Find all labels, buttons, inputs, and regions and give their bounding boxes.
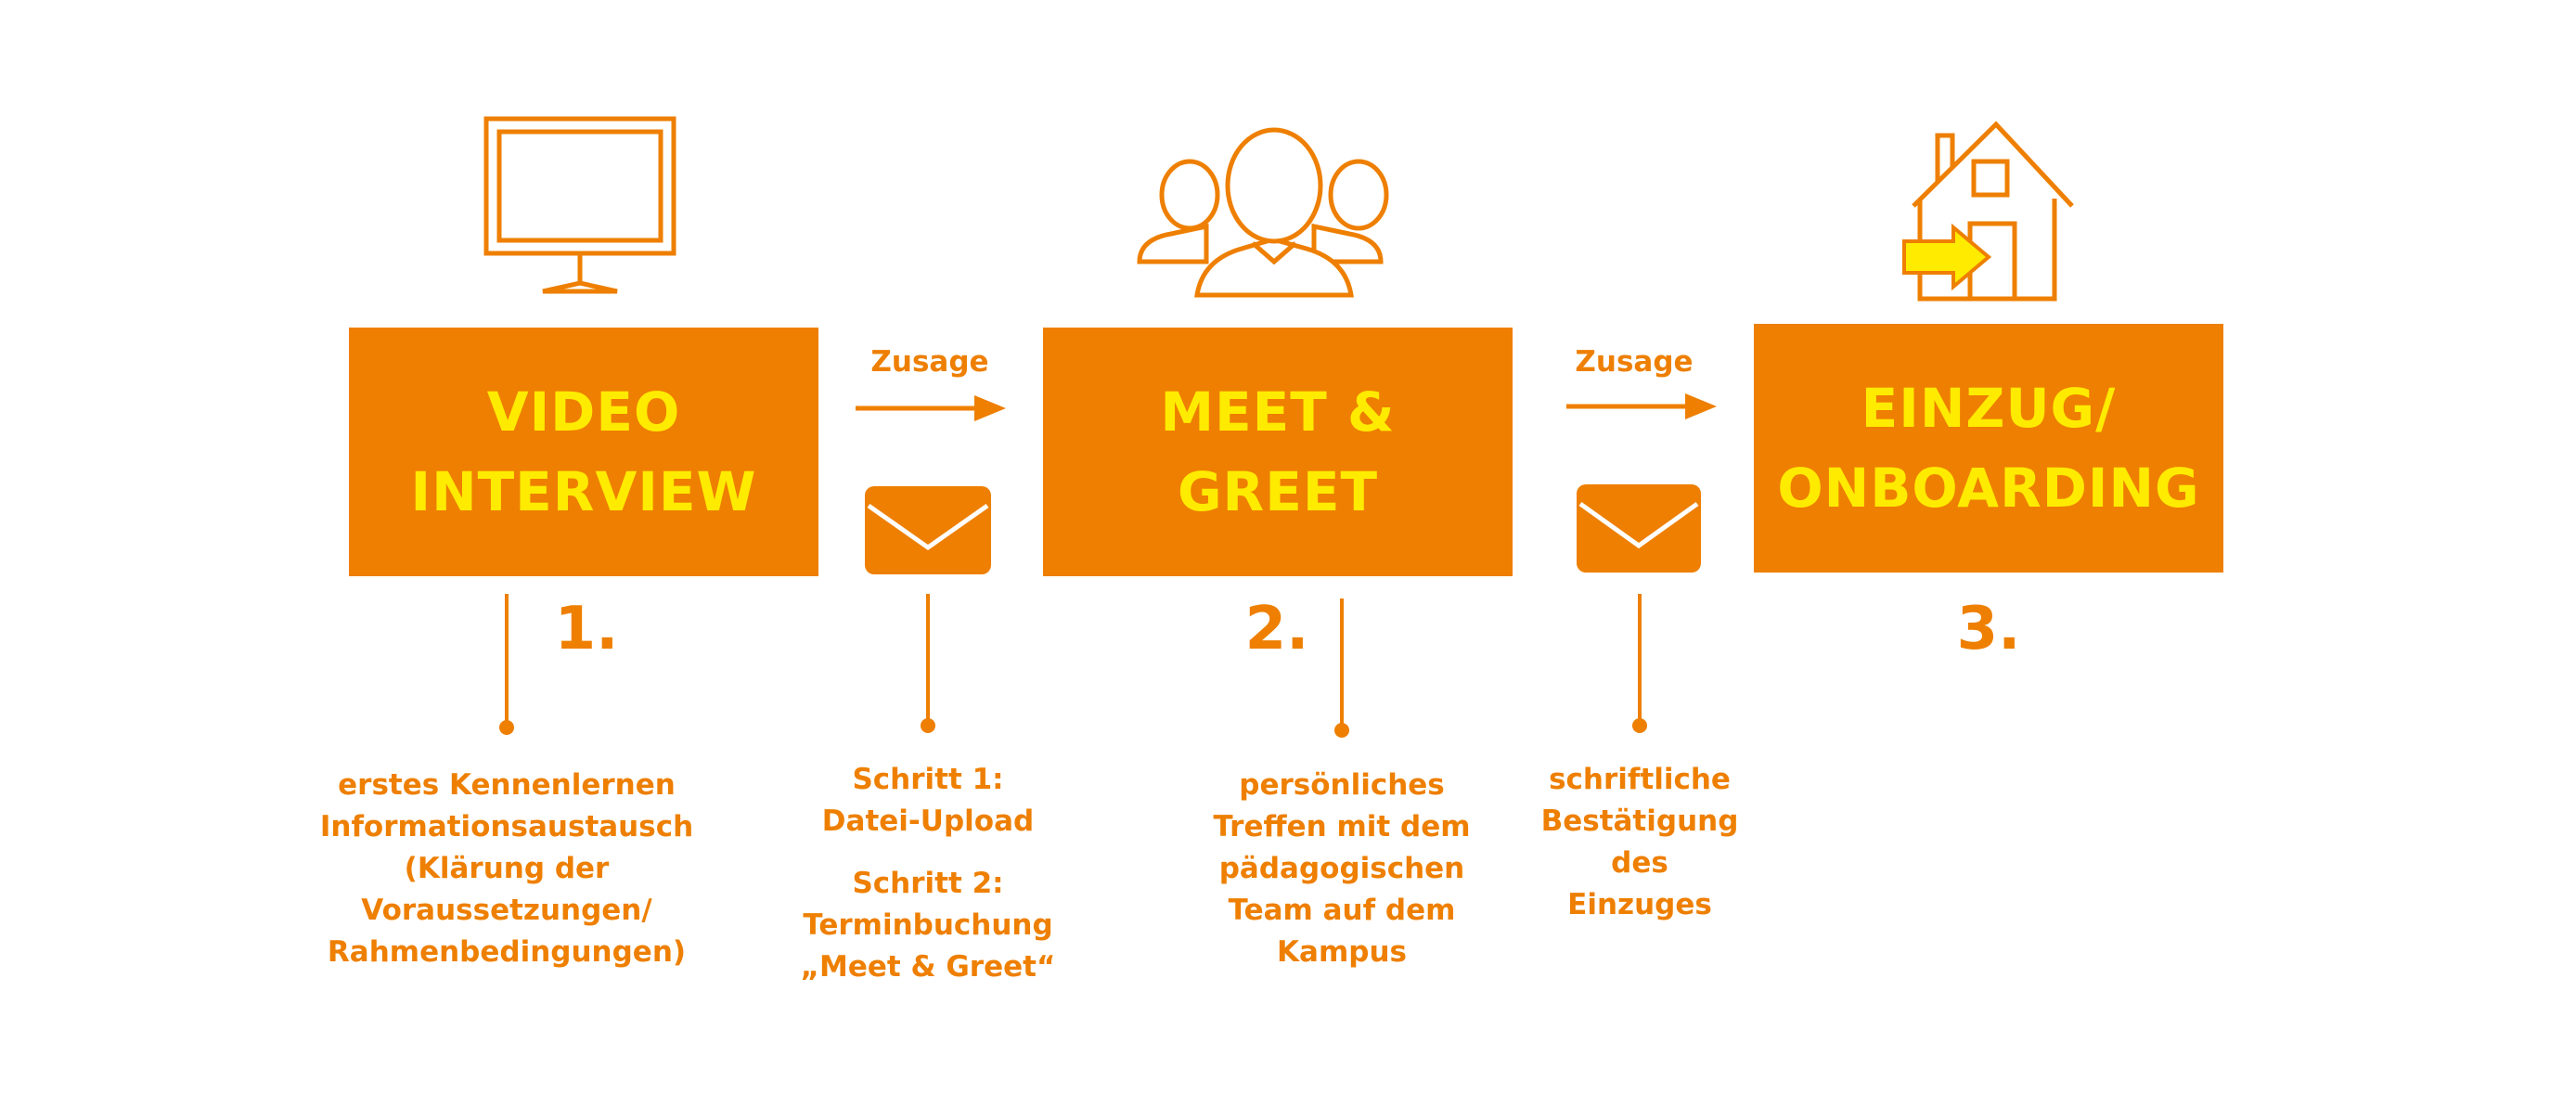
connector-transition-1	[921, 594, 935, 733]
transition-1-substep-2: Schritt 2: Terminbuchung „Meet & Greet“	[705, 863, 1151, 988]
connector-step-2	[1334, 598, 1349, 738]
step-1-title-line2: INTERVIEW	[410, 460, 757, 523]
connector-step-1	[499, 594, 514, 735]
step-2-desc-line: Kampus	[1277, 935, 1407, 969]
step-1-desc-line: Voraussetzungen/	[361, 894, 652, 927]
step-2-number: 2.	[1244, 595, 1309, 663]
transition-2-desc-line: Bestätigung	[1540, 804, 1739, 838]
step-1-description: erstes Kennenlernen Informationsaustausc…	[284, 765, 729, 973]
substep-2-text: „Meet & Greet“	[800, 950, 1056, 984]
substep-2-heading: Schritt 2:	[852, 867, 1004, 900]
connector-transition-2	[1632, 594, 1647, 733]
step-3-number: 3.	[1956, 595, 2021, 663]
step-2-title-line2: GREET	[1177, 460, 1379, 523]
step-1-title-line1: VIDEO	[486, 380, 681, 444]
transition-2-desc-line: Einzuges	[1567, 888, 1712, 921]
envelope-icon	[865, 486, 991, 574]
people-group-icon	[1137, 127, 1389, 298]
step-2-description: persönliches Treffen mit dem pädagogisch…	[1119, 765, 1565, 973]
step-2-desc-line: persönliches	[1239, 768, 1445, 802]
step-3-title-line2: ONBOARDING	[1777, 457, 2200, 520]
transition-1-substep-1: Schritt 1: Datei-Upload	[705, 759, 1151, 843]
step-1-desc-line: (Klärung der	[404, 852, 610, 885]
step-3-title-line1: EINZUG/	[1861, 377, 2117, 440]
envelope-icon	[1577, 484, 1701, 573]
step-1-number: 1.	[554, 595, 619, 663]
step-2-desc-line: Team auf dem	[1228, 894, 1456, 927]
house-with-arrow-icon	[1902, 121, 2074, 302]
step-2-title-line1: MEET &	[1160, 380, 1396, 444]
substep-1-heading: Schritt 1:	[852, 763, 1004, 796]
monitor-icon	[483, 116, 676, 294]
transition-2-desc-line: des	[1611, 846, 1668, 880]
step-1-desc-line: erstes Kennenlernen	[338, 768, 676, 802]
step-3-box: EINZUG/ ONBOARDING	[1754, 324, 2223, 573]
substep-2-text: Terminbuchung	[803, 908, 1053, 942]
step-1-desc-line: Rahmenbedingungen)	[327, 935, 687, 969]
step-2-desc-line: pädagogischen	[1218, 852, 1465, 885]
step-1-box: VIDEO INTERVIEW	[349, 328, 818, 576]
step-2-desc-line: Treffen mit dem	[1213, 810, 1471, 843]
house-entry-arrow	[1902, 223, 1992, 291]
transition-1-label: Zusage	[870, 345, 989, 379]
transition-2-desc-line: schriftliche	[1549, 763, 1731, 796]
arrow-right-icon	[1566, 393, 1717, 419]
substep-1-text: Datei-Upload	[821, 804, 1035, 838]
transition-2-description: schriftliche Bestätigung des Einzuges	[1417, 759, 1862, 926]
arrow-right-icon	[856, 395, 1006, 421]
step-2-box: MEET & GREET	[1043, 328, 1513, 576]
transition-2-label: Zusage	[1575, 345, 1694, 379]
step-1-desc-line: Informationsaustausch	[319, 810, 694, 843]
